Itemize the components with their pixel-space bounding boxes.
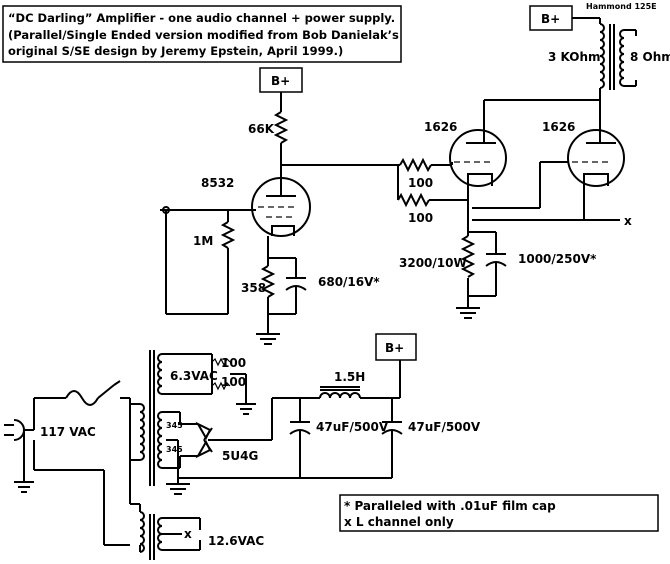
secondary-impedance-label: 8 Ohm [630, 50, 670, 64]
heater-126-label: 12.6VAC [208, 534, 264, 548]
node-x-heater: x [184, 527, 192, 541]
choke-label: 1.5H [334, 370, 365, 384]
hum-resistor-2 [211, 381, 231, 391]
filter-cap-1-label: 47uF/500V [316, 420, 389, 434]
output-tube-1 [449, 129, 507, 187]
output-stage: 100 100 1626 1626 x [397, 120, 632, 319]
plate-resistor-label: 66K [248, 122, 275, 136]
title-block: “DC Darling” Amplifier - one audio chann… [2, 5, 402, 63]
mains-plug [13, 419, 25, 441]
power-supply: 117 VAC 6.3VAC 100 100 345 345 [4, 333, 481, 560]
grid-stopper-2 [397, 192, 430, 208]
grid-resistor-1m [220, 221, 236, 249]
mains-label: 117 VAC [40, 425, 96, 439]
rectifier-diode-1 [195, 421, 212, 441]
note-line-1: * Paralleled with .01uF film cap [344, 499, 556, 513]
rectifier-label: 5U4G [222, 449, 258, 463]
grid-stopper-1 [399, 157, 432, 173]
output-tube-1-label: 1626 [424, 120, 457, 134]
output-plate-bus [483, 99, 601, 130]
notes-block: * Paralleled with .01uF film cap x L cha… [339, 494, 659, 532]
bplus-box-output [529, 5, 573, 31]
mains-fuse [65, 390, 99, 406]
bplus-label-supply: B+ [385, 341, 404, 355]
output-tube-2-label: 1626 [542, 120, 575, 134]
title-line-1: “DC Darling” Amplifier - one audio chann… [8, 11, 395, 25]
cathode-cap-output-label: 1000/250V* [518, 252, 597, 266]
bplus-label-output: B+ [541, 12, 560, 26]
title-line-2: (Parallel/Single Ended version modified … [8, 28, 399, 42]
title-line-3: original S/SE design by Jeremy Epstein, … [8, 44, 343, 58]
title-frame [2, 5, 402, 63]
cathode-cap-driver-label: 680/16V* [318, 275, 380, 289]
cathode-resistor-output [460, 235, 476, 278]
output-transformer: B+ Hammond 125E 3 KOhm 8 Ohm [529, 2, 670, 100]
cathode-resistor-driver [260, 265, 276, 298]
grid-resistor-label: 1M [193, 234, 213, 248]
grid-stopper-2-label: 100 [408, 211, 433, 225]
node-x-output: x [624, 214, 632, 228]
bplus-label-driver: B+ [271, 74, 290, 88]
grid-stopper-1-label: 100 [408, 176, 433, 190]
hv-tap-2-label: 345 [166, 445, 183, 454]
filter-choke [319, 392, 361, 399]
cathode-resistor-driver-label: 358 [241, 281, 266, 295]
output-tube-2 [567, 129, 625, 187]
heater-63-label: 6.3VAC [170, 369, 218, 383]
hum-resistor-1-label: 100 [221, 356, 246, 370]
driver-stage: B+ 66K 8532 1M 358 [160, 67, 398, 345]
plate-resistor-66k [273, 111, 289, 144]
hum-resistor-2-label: 100 [221, 375, 246, 389]
filter-cap-2-label: 47uF/500V [408, 420, 481, 434]
driver-tube-label: 8532 [201, 176, 234, 190]
cathode-resistor-output-label: 3200/10W [399, 256, 467, 270]
notes-frame [339, 494, 659, 532]
hv-tap-1-label: 345 [166, 421, 183, 430]
rectifier-diode-2 [195, 439, 212, 459]
hum-resistor-1 [211, 357, 231, 367]
output-transformer-model: Hammond 125E [586, 2, 657, 11]
primary-impedance-label: 3 KOhm [548, 50, 601, 64]
bplus-box-supply [375, 333, 417, 361]
note-line-2: x L channel only [344, 515, 454, 529]
